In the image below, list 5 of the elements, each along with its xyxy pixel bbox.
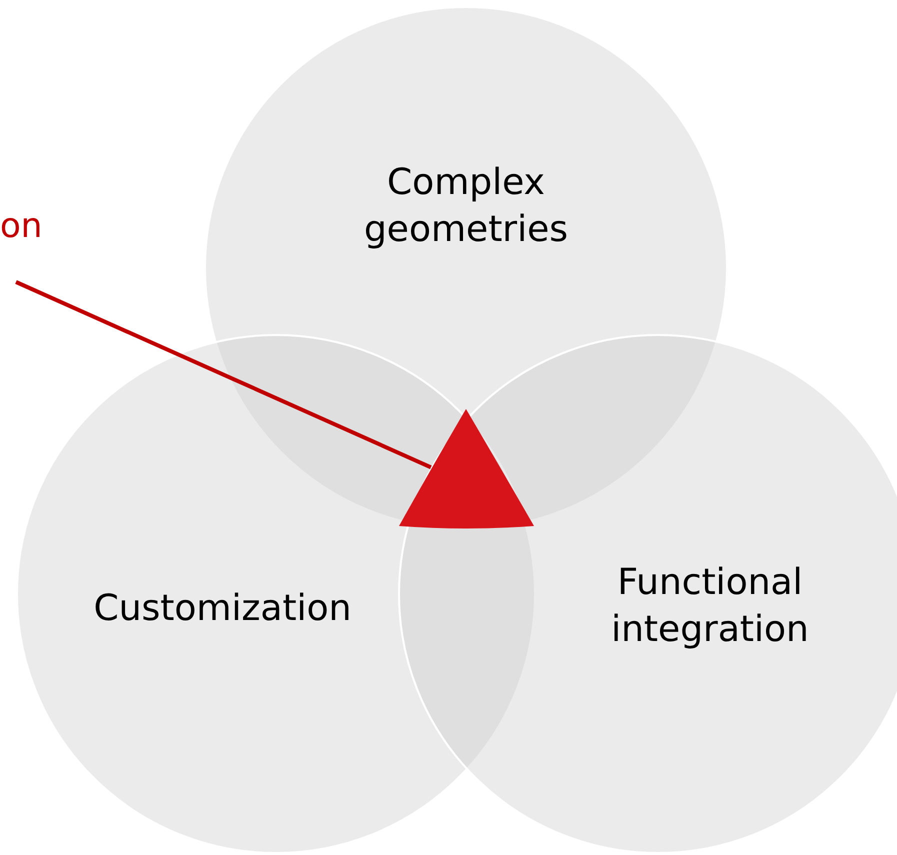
circle-label: Functional integration [610,561,810,652]
circle-label: Complex geometries [362,161,570,252]
callout-text: on [0,206,42,246]
leader-line [15,280,432,470]
circle-label: Customization [92,587,352,631]
